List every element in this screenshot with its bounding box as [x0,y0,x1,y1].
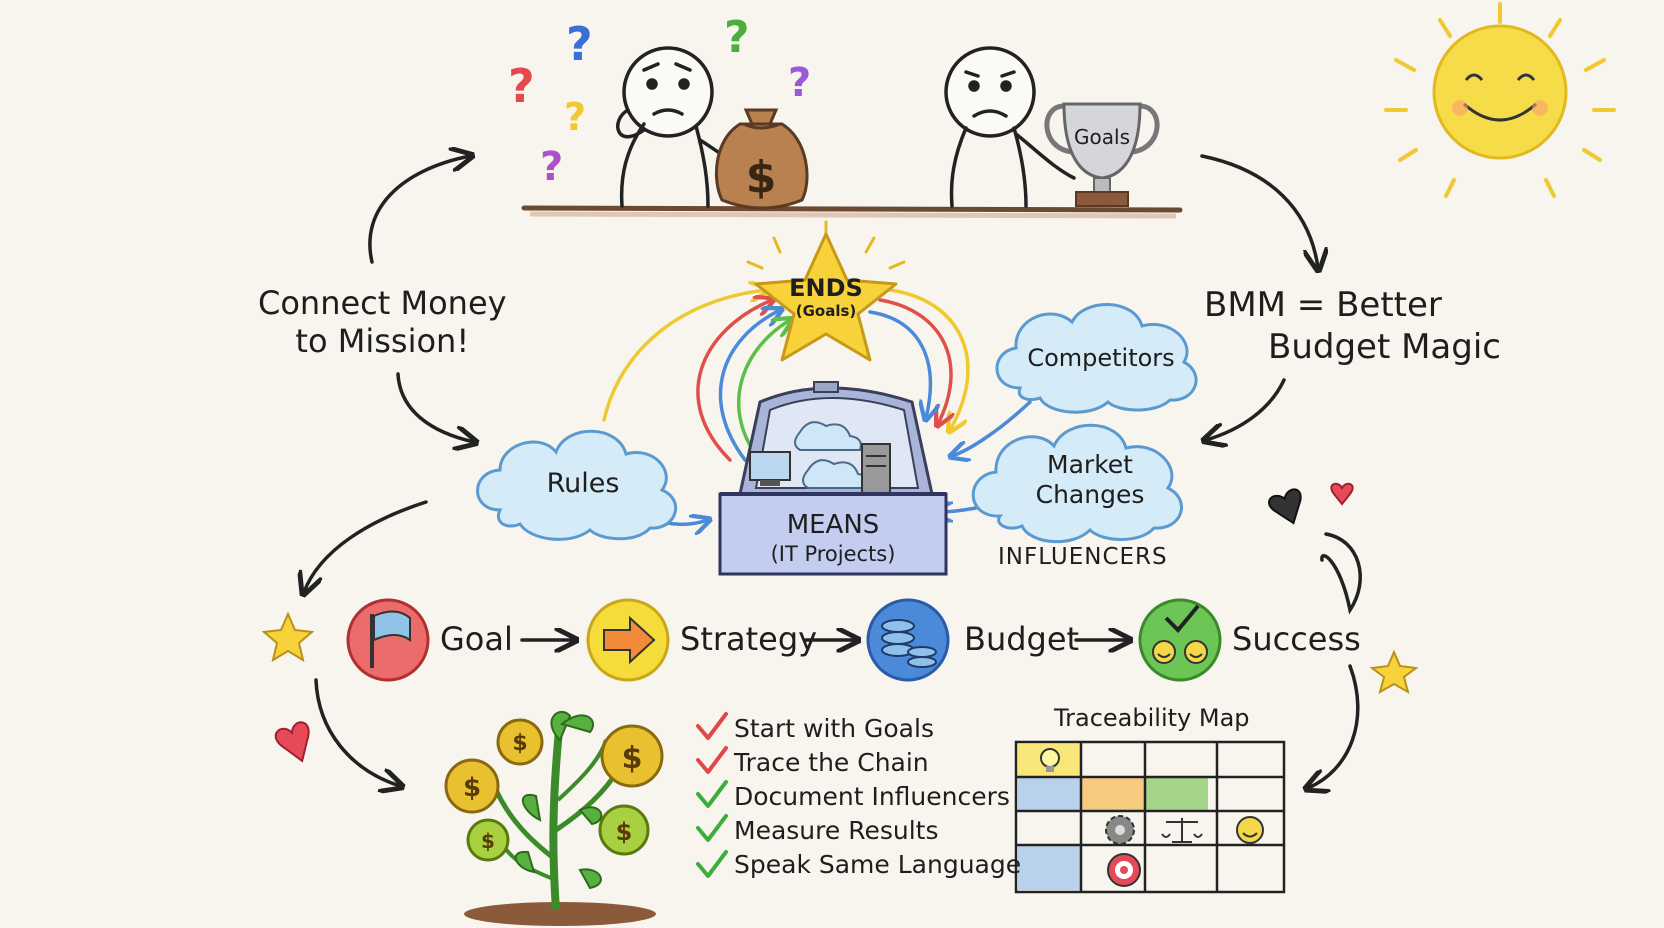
svg-text:$: $ [622,741,643,776]
lightbulb-icon [1040,748,1060,772]
checklist-item: Speak Same Language [734,850,1022,879]
connect-money-line-1: Connect Money [258,284,507,322]
cloud-competitors-label: Competitors [1027,344,1175,372]
svg-text:?: ? [508,59,535,113]
arrow-to-map [1308,664,1360,788]
svg-text:?: ? [788,60,811,106]
confused-person-icon [616,46,738,208]
shelf-line [521,205,1183,213]
arrow-right-down [1200,154,1318,268]
svg-text:?: ? [564,95,586,139]
arrow-right-icon [586,598,670,682]
cloud-market-label: Market Changes [1008,450,1172,510]
target-icon [1107,853,1141,887]
cloud-market-changes [971,423,1183,544]
checklist-item: Measure Results [734,816,939,845]
check-icon-5 [696,850,728,878]
star-left-icon [261,611,315,663]
ends-subtitle: (Goals) [795,302,857,320]
star-right-icon [1369,649,1419,695]
means-chest-icon [718,381,948,576]
arrow-to-tree [314,678,400,786]
money-bag-icon: $ [715,108,809,210]
flow-label-goal: Goal [440,620,513,658]
rainbow-arrows [602,290,1032,524]
ends-star-icon [746,220,906,362]
arrow-left-up [368,156,470,264]
coins-icon [866,598,950,682]
heart-left-icon [274,721,310,763]
connect-money-text: Connect Money to Mission! [258,284,507,360]
flow-label-success: Success [1232,620,1361,658]
smiley-icon [1236,816,1264,844]
bmm-text: BMM = Better Budget Magic [1204,284,1501,368]
means-title: MEANS [786,510,880,540]
trophy-label: Goals [1074,125,1130,149]
sad-person-icon [944,46,1076,208]
check-icon-3 [696,780,728,808]
checklist-item: Start with Goals [734,714,934,743]
checklist-item: Trace the Chain [734,748,929,777]
bmm-line-2: Budget Magic [1268,327,1501,367]
cloud-rules-label: Rules [546,468,620,499]
check-icon-4 [696,814,728,842]
sun-icon [1384,2,1616,198]
flag-icon [346,598,430,682]
check-smile-icon [1138,598,1222,682]
checklist-item: Document Influencers [734,782,1010,811]
svg-text:$: $ [616,818,633,846]
ends-title: ENDS [789,274,863,302]
svg-text:?: ? [540,144,563,190]
gear-icon [1105,815,1135,845]
traceability-grid [1014,740,1286,894]
market-line-1: Market [1047,450,1133,479]
traceability-title: Traceability Map [1054,704,1250,732]
question-marks: ? ? ? ? ? ? [508,12,811,190]
cloud-competitors [995,303,1198,414]
check-icon-2 [696,746,728,774]
trophy-icon [1044,102,1160,207]
flow-label-strategy: Strategy [680,620,818,658]
svg-text:$: $ [463,773,481,803]
means-subtitle: (IT Projects) [770,542,896,566]
scales-icon [1161,818,1203,843]
arrow-right-in [1206,378,1286,440]
squiggle-arrow [1320,532,1362,615]
bmm-line-1: BMM = Better [1204,285,1442,325]
market-line-2: Changes [1035,480,1145,509]
arrow-to-flow [304,500,428,592]
svg-text:$: $ [481,829,495,853]
check-icon-1 [696,712,728,740]
heart-dark-icon [1268,488,1302,525]
svg-text:?: ? [566,17,593,71]
arrow-left-down [396,372,474,442]
heart-small-icon [1330,482,1354,506]
svg-text:?: ? [724,12,750,63]
svg-text:$: $ [512,731,527,756]
svg-text:$: $ [746,152,777,203]
money-tree-icon: $ $ $ $ $ [444,710,664,926]
flow-label-budget: Budget [964,620,1080,658]
influencers-label: INFLUENCERS [998,544,1168,570]
cloud-rules [476,429,678,541]
checklist: Start with Goals Trace the Chain Documen… [734,712,1021,882]
connect-money-line-2: to Mission! [295,322,470,360]
